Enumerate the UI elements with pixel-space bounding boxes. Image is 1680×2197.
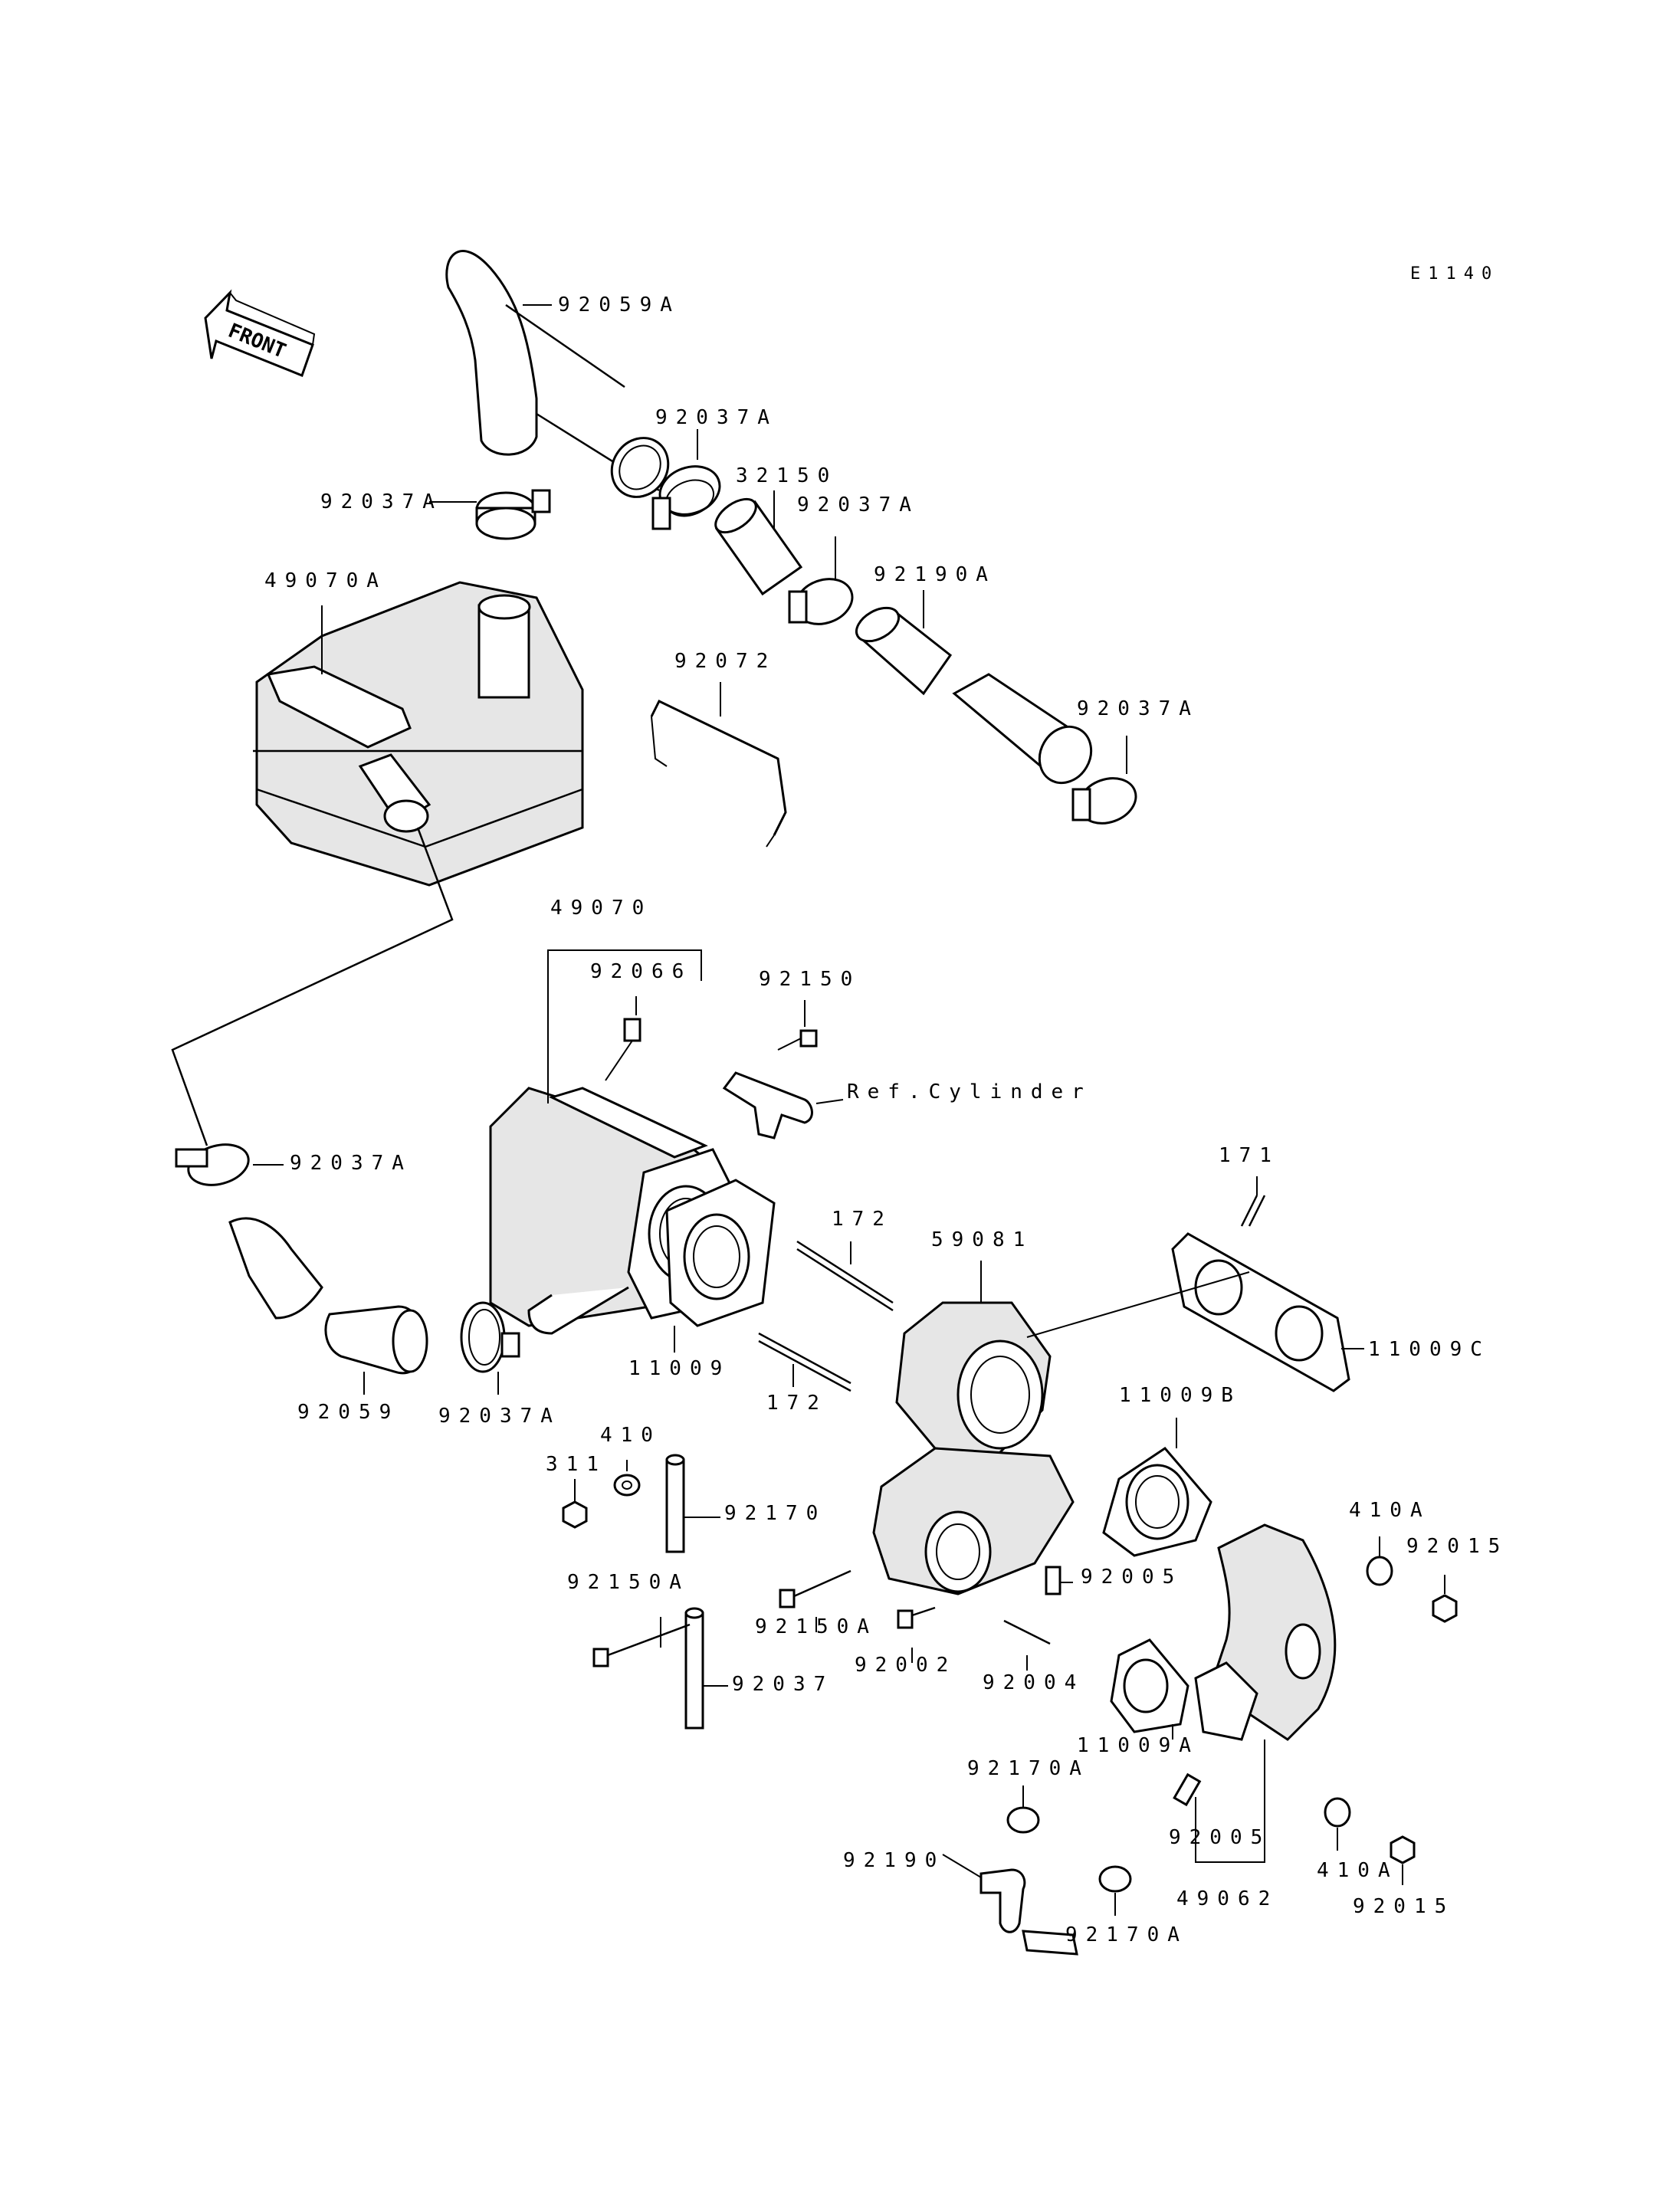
label-92037: 92037 [732, 1673, 835, 1696]
nut-icon [1432, 1594, 1458, 1623]
bolt-icon [897, 1606, 936, 1629]
label-11009: 11009 [628, 1357, 731, 1380]
label-92004: 92004 [983, 1671, 1085, 1694]
gasket-11009c [1026, 1232, 1350, 1392]
tube-92037 [684, 1607, 704, 1730]
label-92037a-lower: 92037A [438, 1405, 561, 1428]
ref-cylinder-bracket [722, 1071, 844, 1139]
clamp-icon [1071, 777, 1137, 825]
clamp-icon [475, 489, 551, 540]
front-arrow-icon: FRONT [204, 289, 316, 377]
washer-icon [1324, 1797, 1351, 1828]
label-ref-cylinder: Ref.Cylinder [847, 1080, 1092, 1103]
label-92059a: 92059A [558, 293, 681, 316]
label-49070: 49070 [550, 897, 653, 920]
washer-icon [613, 1474, 641, 1497]
nut-icon [1390, 1835, 1416, 1864]
label-410a-upper: 410A [1349, 1499, 1431, 1522]
label-92150: 92150 [759, 968, 861, 991]
bolt-icon [779, 1569, 851, 1608]
label-410a-lower: 410A [1317, 1859, 1399, 1882]
clamp-icon [175, 1143, 250, 1186]
label-11009a: 11009A [1077, 1734, 1199, 1757]
label-11009b: 11009B [1119, 1384, 1242, 1407]
label-92072: 92072 [674, 650, 777, 673]
pipe-49062 [1194, 1523, 1337, 1741]
clamp-icon [1098, 1865, 1132, 1893]
label-92037a-top: 92037A [655, 406, 778, 429]
pipe-32150 [714, 497, 803, 596]
label-92066: 92066 [590, 960, 693, 983]
label-59081: 59081 [931, 1228, 1034, 1251]
label-92037a-right: 92037A [1077, 697, 1199, 720]
clamp-icon [788, 578, 854, 625]
label-92002: 92002 [855, 1654, 957, 1677]
label-92005-lower: 92005 [1169, 1826, 1271, 1849]
bolt-icon [605, 1018, 641, 1081]
label-32150: 32150 [736, 464, 838, 487]
gasket-11009a [1110, 1638, 1189, 1733]
label-172-upper: 172 [832, 1208, 893, 1231]
label-92059: 92059 [297, 1401, 400, 1424]
clamp-icon [1006, 1806, 1040, 1834]
label-92190: 92190 [843, 1849, 946, 1872]
label-410: 410 [600, 1424, 661, 1447]
hose-92190 [979, 1868, 1078, 1956]
label-171: 171 [1219, 1144, 1280, 1167]
hose-92059 [228, 1217, 428, 1375]
label-92015-upper: 92015 [1406, 1535, 1509, 1558]
hose-92190a [855, 606, 1093, 785]
stud-171 [1240, 1195, 1266, 1227]
label-92005-upper: 92005 [1081, 1566, 1183, 1589]
label-49062: 49062 [1176, 1887, 1279, 1910]
stud-92005 [1173, 1772, 1202, 1807]
label-11009c: 11009C [1368, 1338, 1491, 1361]
manifold-59081 [872, 1301, 1075, 1595]
label-92037a-left: 92037A [320, 490, 443, 513]
label-92037a-leftmid: 92037A [290, 1152, 412, 1175]
stud-92004 [1003, 1619, 1051, 1645]
diagram-code: E1140 [1410, 264, 1500, 284]
label-92015-lower: 92015 [1353, 1895, 1455, 1918]
stud-172 [758, 1332, 851, 1392]
stud-172 [796, 1240, 894, 1312]
elbow-hose-92059a [445, 250, 670, 498]
stud-92005 [1045, 1566, 1061, 1595]
gasket-11009b [1102, 1447, 1212, 1557]
label-92190a: 92190A [874, 563, 996, 586]
bolt-icon [592, 1623, 691, 1667]
muffler-49070a [253, 581, 584, 887]
label-92170: 92170 [724, 1502, 827, 1525]
washer-icon [1366, 1556, 1393, 1586]
label-49070a: 49070A [264, 569, 387, 592]
label-92170a-upper: 92170A [967, 1757, 1090, 1780]
label-92037a-mid: 92037A [797, 494, 920, 516]
label-92150a-right: 92150A [755, 1615, 878, 1638]
label-92170a-lower: 92170A [1065, 1923, 1188, 1946]
label-172-lower: 172 [766, 1392, 828, 1415]
leader-lines [253, 304, 1445, 1916]
clamp-icon [460, 1301, 520, 1373]
label-92150a-left: 92150A [567, 1571, 690, 1594]
bolt-icon [777, 1029, 818, 1051]
gasket-11009 [665, 1179, 776, 1327]
nut-icon [562, 1500, 588, 1529]
bracket-92072 [650, 700, 787, 848]
label-311: 311 [546, 1453, 607, 1476]
clamp-icon [651, 465, 721, 530]
tube-92170 [665, 1454, 685, 1553]
